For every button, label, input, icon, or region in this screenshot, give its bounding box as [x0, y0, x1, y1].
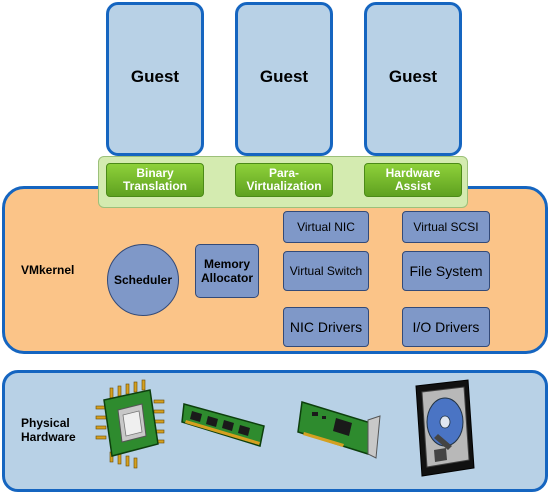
guest-vm-2: Guest [235, 2, 333, 156]
scheduler-circle: Scheduler [107, 244, 179, 316]
cpu-chip-icon [95, 379, 165, 469]
physical-hardware-label: Physical Hardware [21, 416, 76, 444]
virtual-scsi-box: Virtual SCSI [402, 211, 490, 243]
vmkernel-label: VMkernel [21, 263, 75, 277]
binary-translation-box: Binary Translation [106, 163, 204, 197]
scheduler-label: Scheduler [113, 273, 173, 287]
guest-vm-1: Guest [106, 2, 204, 156]
virtual-switch-box: Virtual Switch [283, 251, 369, 291]
io-drivers-box: I/O Drivers [402, 307, 490, 347]
network-card-icon [297, 401, 381, 459]
nic-drivers-box: NIC Drivers [283, 307, 369, 347]
guest-label: Guest [388, 67, 438, 86]
guest-vm-3: Guest [364, 2, 462, 156]
hardware-assist-box: Hardware Assist [364, 163, 462, 197]
paravirtualization-box: Para- Virtualization [235, 163, 333, 197]
guest-label: Guest [130, 67, 180, 86]
guest-label: Guest [259, 67, 309, 86]
memory-allocator-box: Memory Allocator [195, 244, 259, 298]
hard-disk-icon [415, 379, 475, 477]
memory-module-icon [181, 403, 265, 447]
virtual-nic-box: Virtual NIC [283, 211, 369, 243]
file-system-box: File System [402, 251, 490, 291]
